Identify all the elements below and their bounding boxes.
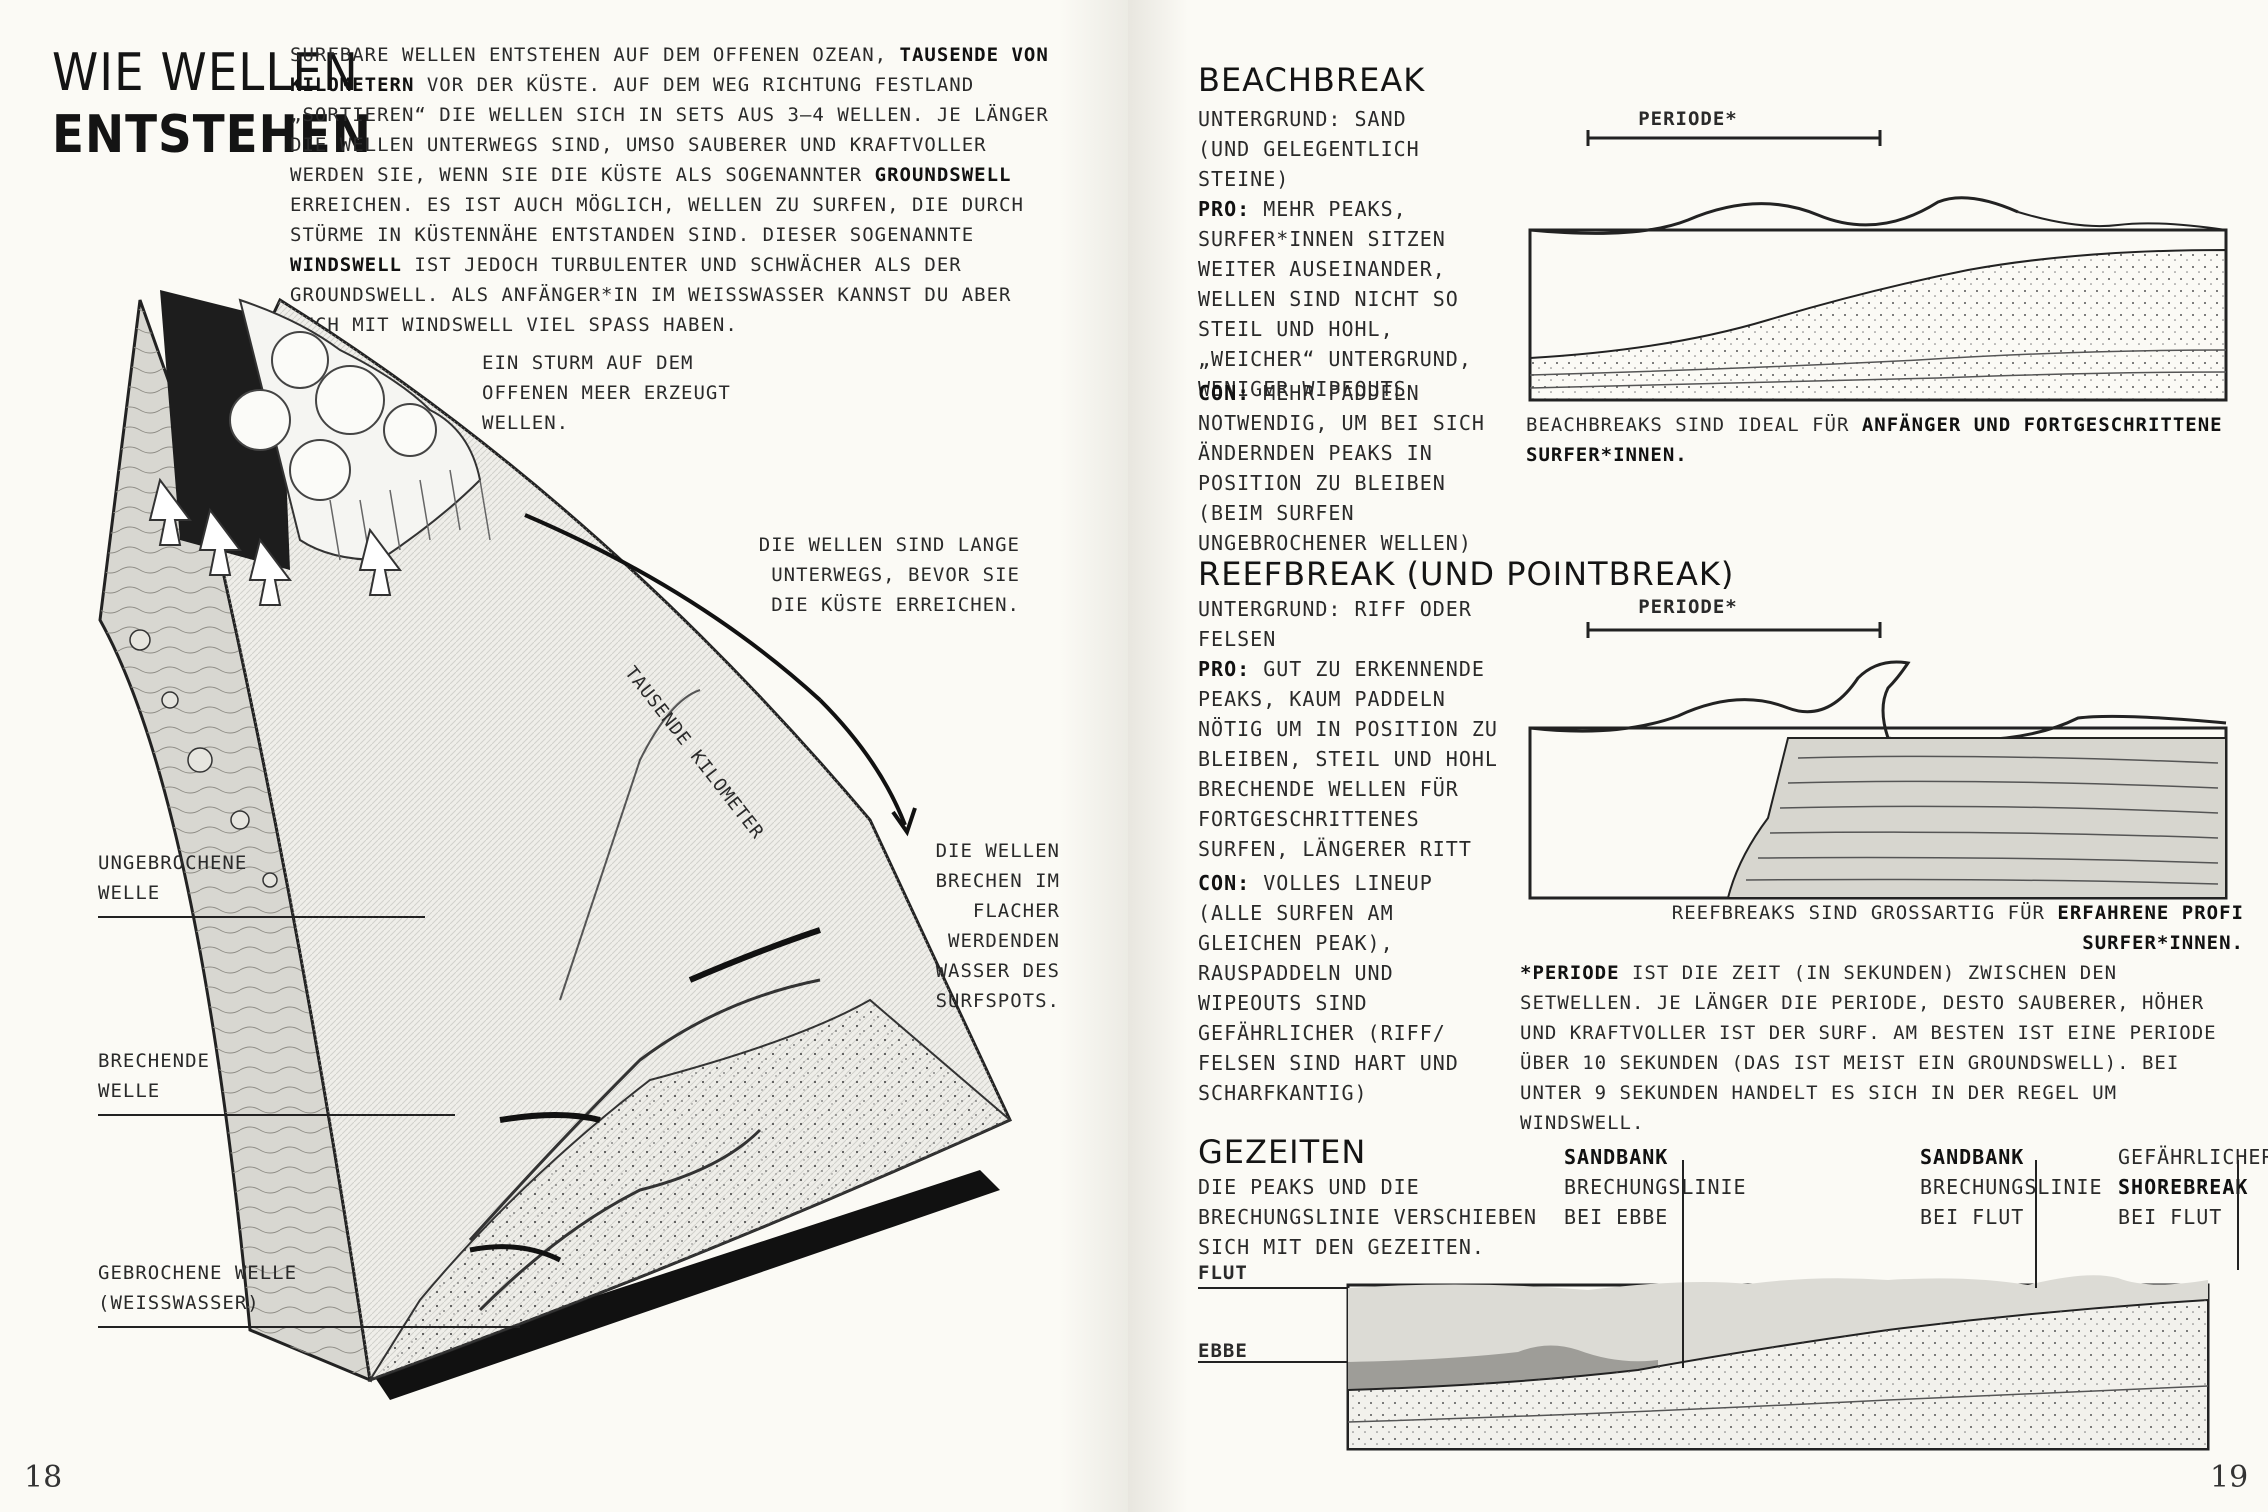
- beachbreak-period-label: Periode*: [1638, 108, 1738, 130]
- beachbreak-pro: Pro: Mehr Peaks, Surfer*innen sitzen wei…: [1198, 197, 1472, 401]
- right-page: Beachbreak Untergrund: Sand (und gelegen…: [1128, 0, 2268, 1512]
- reefbreak-con: Con: Volles Lineup (alle surfen am gleic…: [1198, 871, 1459, 1105]
- reefbreak-pro: Pro: Gut zu erkennende Peaks, kaum Padde…: [1198, 657, 1498, 861]
- flut-label: Flut: [1198, 1262, 1248, 1284]
- tides-diagram: [1198, 1160, 2239, 1451]
- beachbreak-title: Beachbreak: [1198, 61, 1426, 99]
- broken-wave-label: Gebrochene Welle (Weisswasser): [98, 1262, 298, 1314]
- left-page: Wie Wellen entstehen Surfbare Wellen ent…: [0, 0, 1128, 1512]
- title-line-2: entstehen: [52, 105, 372, 165]
- beachbreak-con: Con: Mehr Paddeln notwendig, um bei sich…: [1198, 381, 1485, 555]
- unbroken-wave-label: Ungebrochene Welle: [98, 852, 248, 904]
- storm-label: Ein Sturm auf dem offenen Meer erzeugt W…: [482, 352, 731, 434]
- intro-paragraph-top: Surfbare Wellen entstehen auf dem offene…: [290, 44, 1049, 336]
- reefbreak-period-label: Periode*: [1638, 596, 1738, 618]
- reefbreak-caption: Reefbreaks sind grossartig für erfahrene…: [1671, 902, 2244, 954]
- tides-title: Gezeiten: [1198, 1133, 1367, 1171]
- title-line-1: Wie Wellen: [52, 43, 359, 103]
- page-title: Wie Wellen entstehen: [52, 42, 372, 166]
- wave-formation-illustration: [98, 290, 1013, 1400]
- travel-label: Die Wellen sind lange unterwegs, bevor s…: [758, 534, 1020, 616]
- tides-col1: SandbankBrechungslinie bei Ebbe: [1564, 1145, 1747, 1229]
- ebbe-label: Ebbe: [1198, 1340, 1248, 1362]
- page-number-left: 18: [24, 1460, 63, 1495]
- tides-col3: gefährlicherShorebreakbei Flut: [2118, 1145, 2268, 1229]
- page-number-right: 19: [2210, 1460, 2249, 1495]
- tides-col2: SandbankBrechungslinie bei Flut: [1920, 1145, 2103, 1229]
- break-label: Die Wellen brechen im flacher werdenden …: [935, 840, 1060, 1012]
- beachbreak-diagram: [1528, 130, 2228, 402]
- reefbreak-title: Reefbreak (und Pointbreak): [1198, 555, 1735, 593]
- period-note: *Periode ist die Zeit (in Sekunden) zwis…: [1520, 962, 2217, 1134]
- reefbreak-diagram: [1528, 622, 2228, 900]
- beachbreak-caption: Beachbreaks sind ideal für Anfänger und …: [1526, 414, 2223, 466]
- beachbreak-ground: Untergrund: Sand (und gelegentlich Stein…: [1198, 107, 1420, 191]
- tides-subtitle: Die Peaks und die Brechungslinie verschi…: [1198, 1175, 1538, 1259]
- reefbreak-ground: Untergrund: Riff oder Felsen: [1198, 597, 1472, 651]
- breaking-wave-label: Brechende Welle: [98, 1050, 210, 1102]
